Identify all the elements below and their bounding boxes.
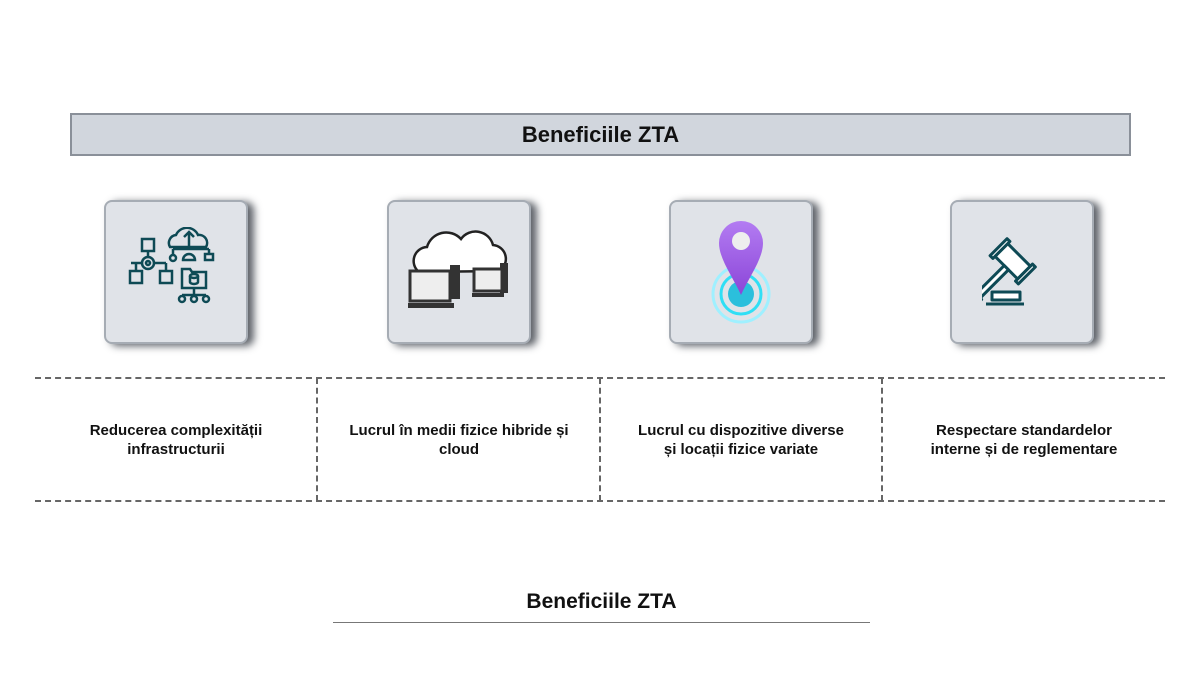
header-title: Beneficiile ZTA [521,121,680,147]
card-locations [669,200,813,344]
dashed-divider-bottom [35,500,1165,502]
benefit-label: Reducerea complexității infrastructurii [89,421,263,458]
dashed-divider-vertical [599,378,601,501]
benefit-label: Lucrul cu dispozitive diverse și locații… [638,421,844,458]
infrastructure-network-icon [128,227,215,304]
footer-title: Beneficiile ZTA [526,590,677,613]
header-title-bar: Beneficiile ZTA [70,113,1131,156]
footer-underline [333,622,870,623]
benefit-label: Lucrul în medii fizice hibride și cloud [349,421,569,458]
dashed-divider-vertical [881,378,883,501]
cloud-computers-icon [408,230,508,308]
card-hybrid-cloud [387,200,531,344]
dashed-divider-vertical [316,378,318,501]
gavel-icon [982,237,1037,306]
benefit-label: Respectare standardelor interne și de re… [930,421,1118,458]
location-pin-icon [711,221,771,324]
card-compliance [950,200,1094,344]
card-infrastructure [104,200,248,344]
